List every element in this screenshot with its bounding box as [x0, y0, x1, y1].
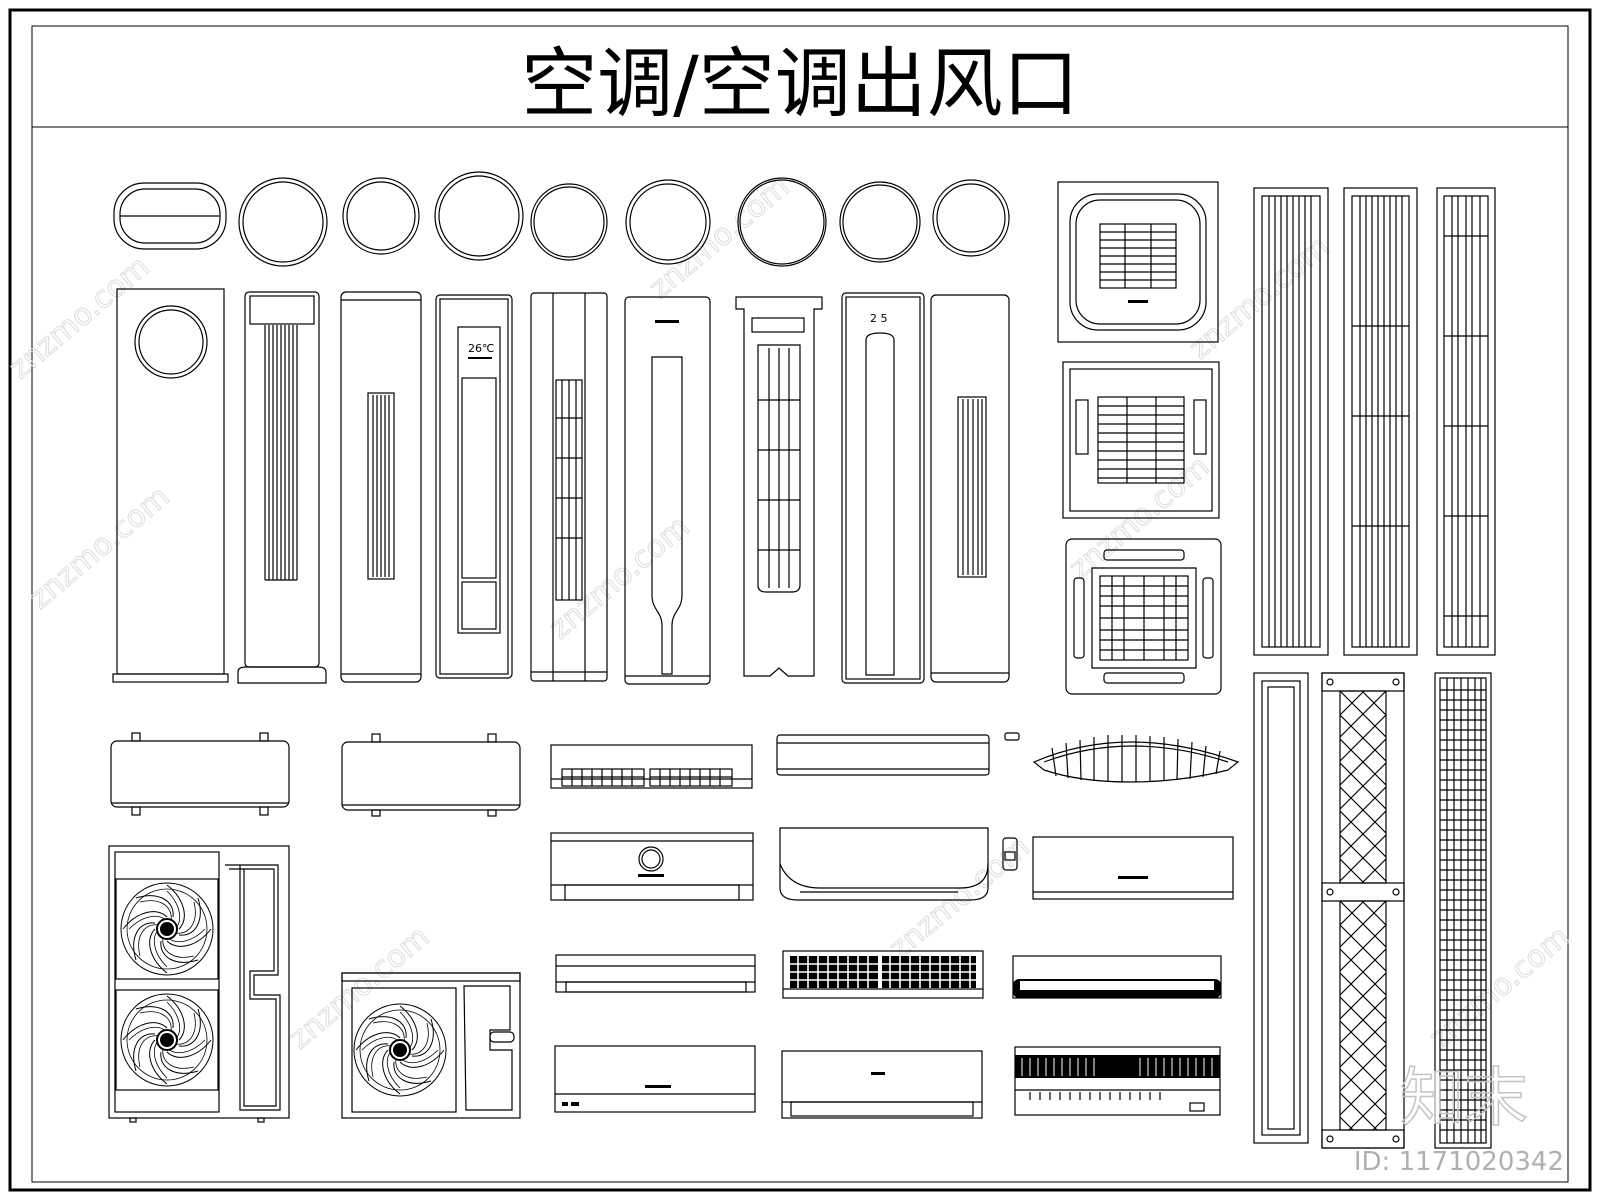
tower-unit-6	[624, 296, 711, 685]
louver-vent	[1434, 672, 1492, 1149]
tower-unit-9	[930, 294, 1010, 683]
mesh-vent	[1321, 672, 1405, 1149]
sheet-title: 空调/空调出风口	[521, 39, 1079, 128]
wall-unit-6	[1012, 955, 1222, 999]
round-vent	[434, 171, 524, 261]
cassette-unit-1	[1057, 181, 1219, 343]
svg-text:znzmo.com: znzmo.com	[3, 249, 157, 386]
site-logo: 知末	[1400, 1062, 1528, 1136]
temp-display: 26℃	[468, 342, 494, 355]
round-vent	[625, 179, 711, 265]
svg-text:znzmo.com: znzmo.com	[643, 169, 797, 306]
linear-vent-3	[1436, 187, 1496, 656]
round-vent	[932, 179, 1010, 257]
cassette-unit-3	[1065, 538, 1222, 695]
inner-frame	[31, 25, 1569, 1183]
linear-vent-2	[1343, 187, 1418, 656]
wall-unit-7	[554, 1045, 756, 1113]
wall-unit-8	[781, 1050, 983, 1119]
wall-unit-4	[1032, 836, 1234, 900]
tower-unit-8: 2 5	[841, 292, 925, 684]
round-vent	[737, 177, 827, 267]
round-vent	[238, 177, 328, 267]
wall-unit-grille-1	[550, 744, 753, 789]
wall-unit-5	[555, 954, 756, 993]
tower-unit-7	[735, 296, 823, 677]
cassette-unit-2	[1062, 361, 1220, 519]
round-vent	[530, 183, 608, 261]
tower-unit-1	[112, 288, 229, 683]
outdoor-unit-large	[108, 845, 290, 1123]
round-vent	[839, 181, 921, 263]
curved-grille	[1032, 735, 1240, 783]
tower-unit-5	[530, 292, 608, 682]
tower-unit-4: 26℃	[435, 294, 513, 679]
svg-text:znzmo.com: znzmo.com	[23, 479, 177, 616]
wall-unit-9	[1014, 1046, 1221, 1116]
duct-unit-2	[341, 733, 521, 817]
asset-id: ID: 1171020342	[1354, 1147, 1564, 1177]
svg-text:znzmo.com: znzmo.com	[543, 509, 697, 646]
tower-unit-3	[340, 291, 422, 683]
wall-unit-2	[550, 832, 754, 901]
linear-vent-1	[1253, 187, 1329, 656]
wall-unit-dark-grille	[782, 950, 984, 999]
round-vent	[342, 177, 420, 255]
duct-unit-1	[110, 732, 290, 816]
outer-frame	[8, 8, 1592, 1192]
tower-unit-2	[237, 291, 327, 684]
wall-unit-slim	[776, 732, 1020, 776]
wall-unit-3	[779, 827, 1018, 901]
panel-digits: 2 5	[870, 312, 888, 325]
slot-vent-frame	[1253, 672, 1309, 1144]
outdoor-unit-small	[341, 972, 521, 1119]
round-vent-oval	[113, 182, 227, 250]
svg-text:znzmo.com: znzmo.com	[883, 829, 1037, 966]
